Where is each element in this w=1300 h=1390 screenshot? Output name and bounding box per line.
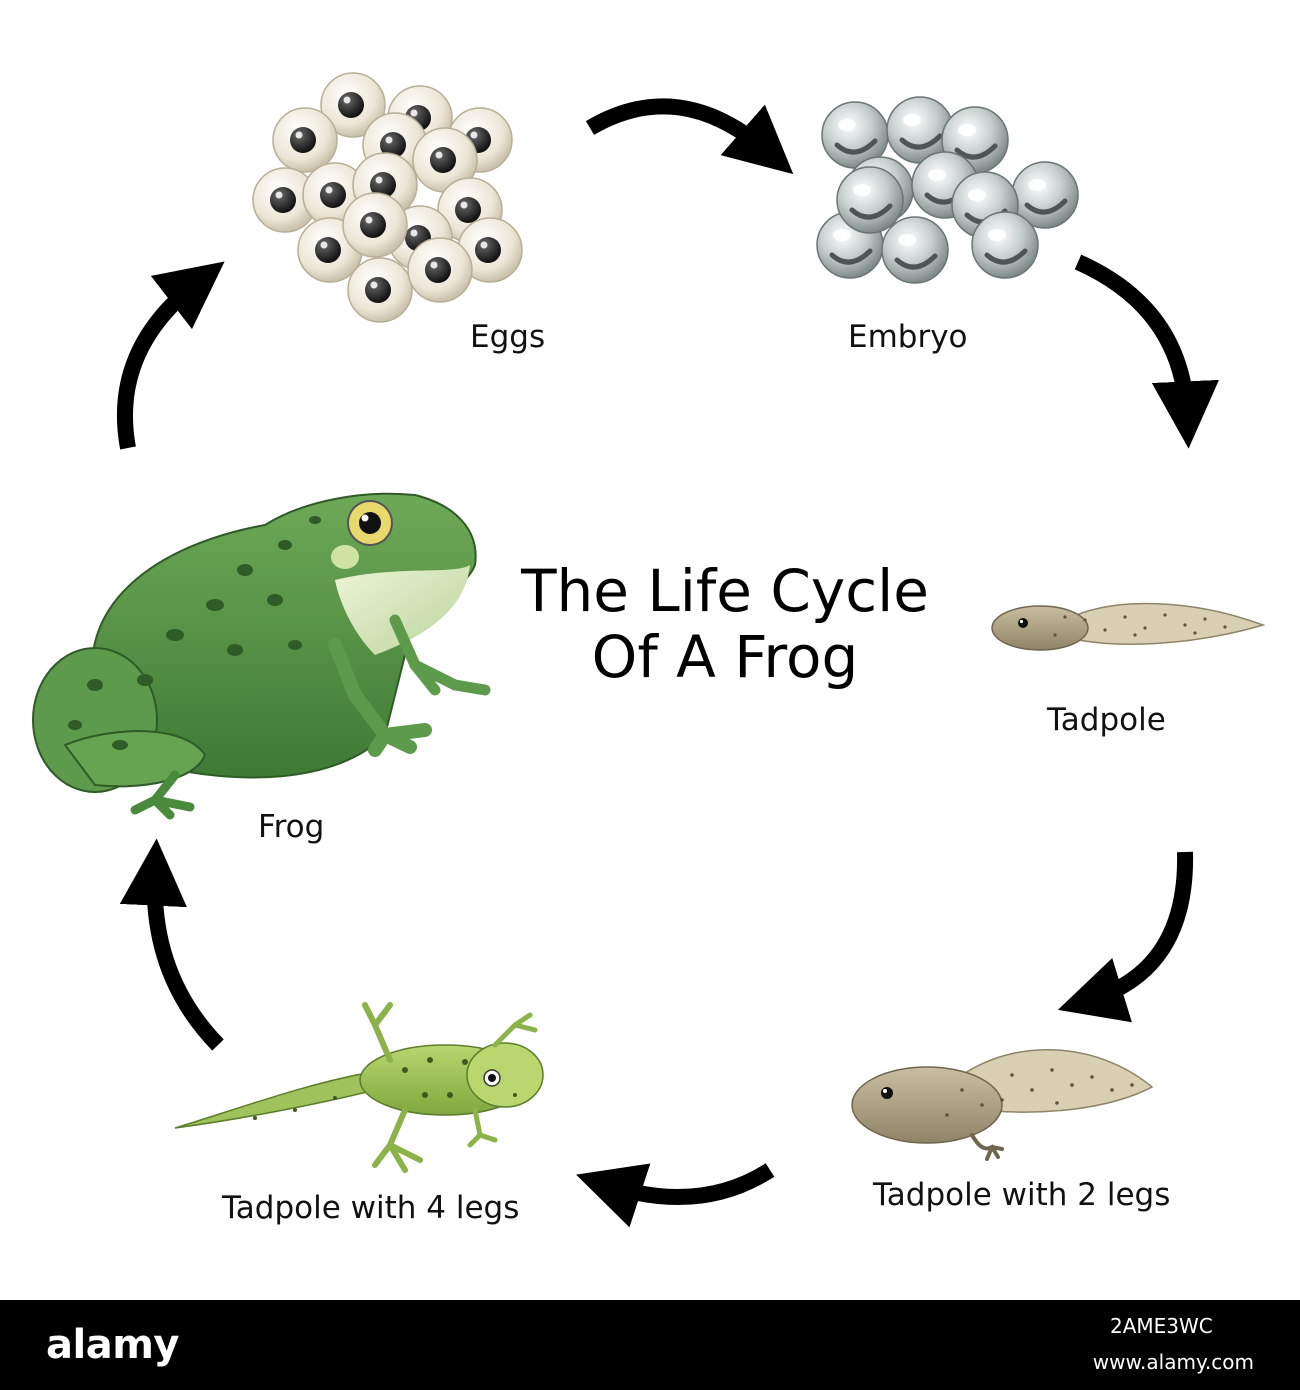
tadpole-illustration [991,602,1266,651]
arrow-4legs-to-frog [119,838,224,1051]
life-cycle-diagram: The Life Cycle Of A Frog Eggs Embryo Tad… [32,72,1266,1228]
arrow-frog-to-eggs [117,261,225,450]
label-embryo: Embryo [848,319,968,355]
label-tadpole-2-legs: Tadpole with 2 legs [873,1177,1171,1213]
label-tadpole: Tadpole [1047,702,1166,738]
label-frog: Frog [258,809,325,845]
arrow-tadpole-to-2legs [1057,851,1194,1023]
page-title: The Life Cycle Of A Frog [420,558,1030,690]
image-id: 2AME3WC [1110,1314,1213,1338]
tadpole-4-legs-illustration [174,1002,544,1173]
arrow-2legs-to-4legs [576,1163,775,1228]
footer-bar: alamy 2AME3WC www.alamy.com [0,1300,1300,1390]
arrow-eggs-to-embryo [585,98,794,175]
embryo-illustration [816,96,1079,284]
label-tadpole-4-legs: Tadpole with 4 legs [222,1190,520,1226]
frog-illustration [32,492,491,820]
alamy-logo[interactable]: alamy [46,1322,179,1368]
tadpole-2-legs-illustration [851,1049,1154,1161]
eggs-illustration [252,72,523,323]
label-eggs: Eggs [470,319,546,355]
title-line-1: The Life Cycle [521,557,929,625]
diagram-artwork [32,72,1266,1228]
arrow-embryo-to-tadpole [1074,254,1219,449]
site-url[interactable]: www.alamy.com [1092,1350,1254,1374]
title-line-2: Of A Frog [591,623,859,691]
